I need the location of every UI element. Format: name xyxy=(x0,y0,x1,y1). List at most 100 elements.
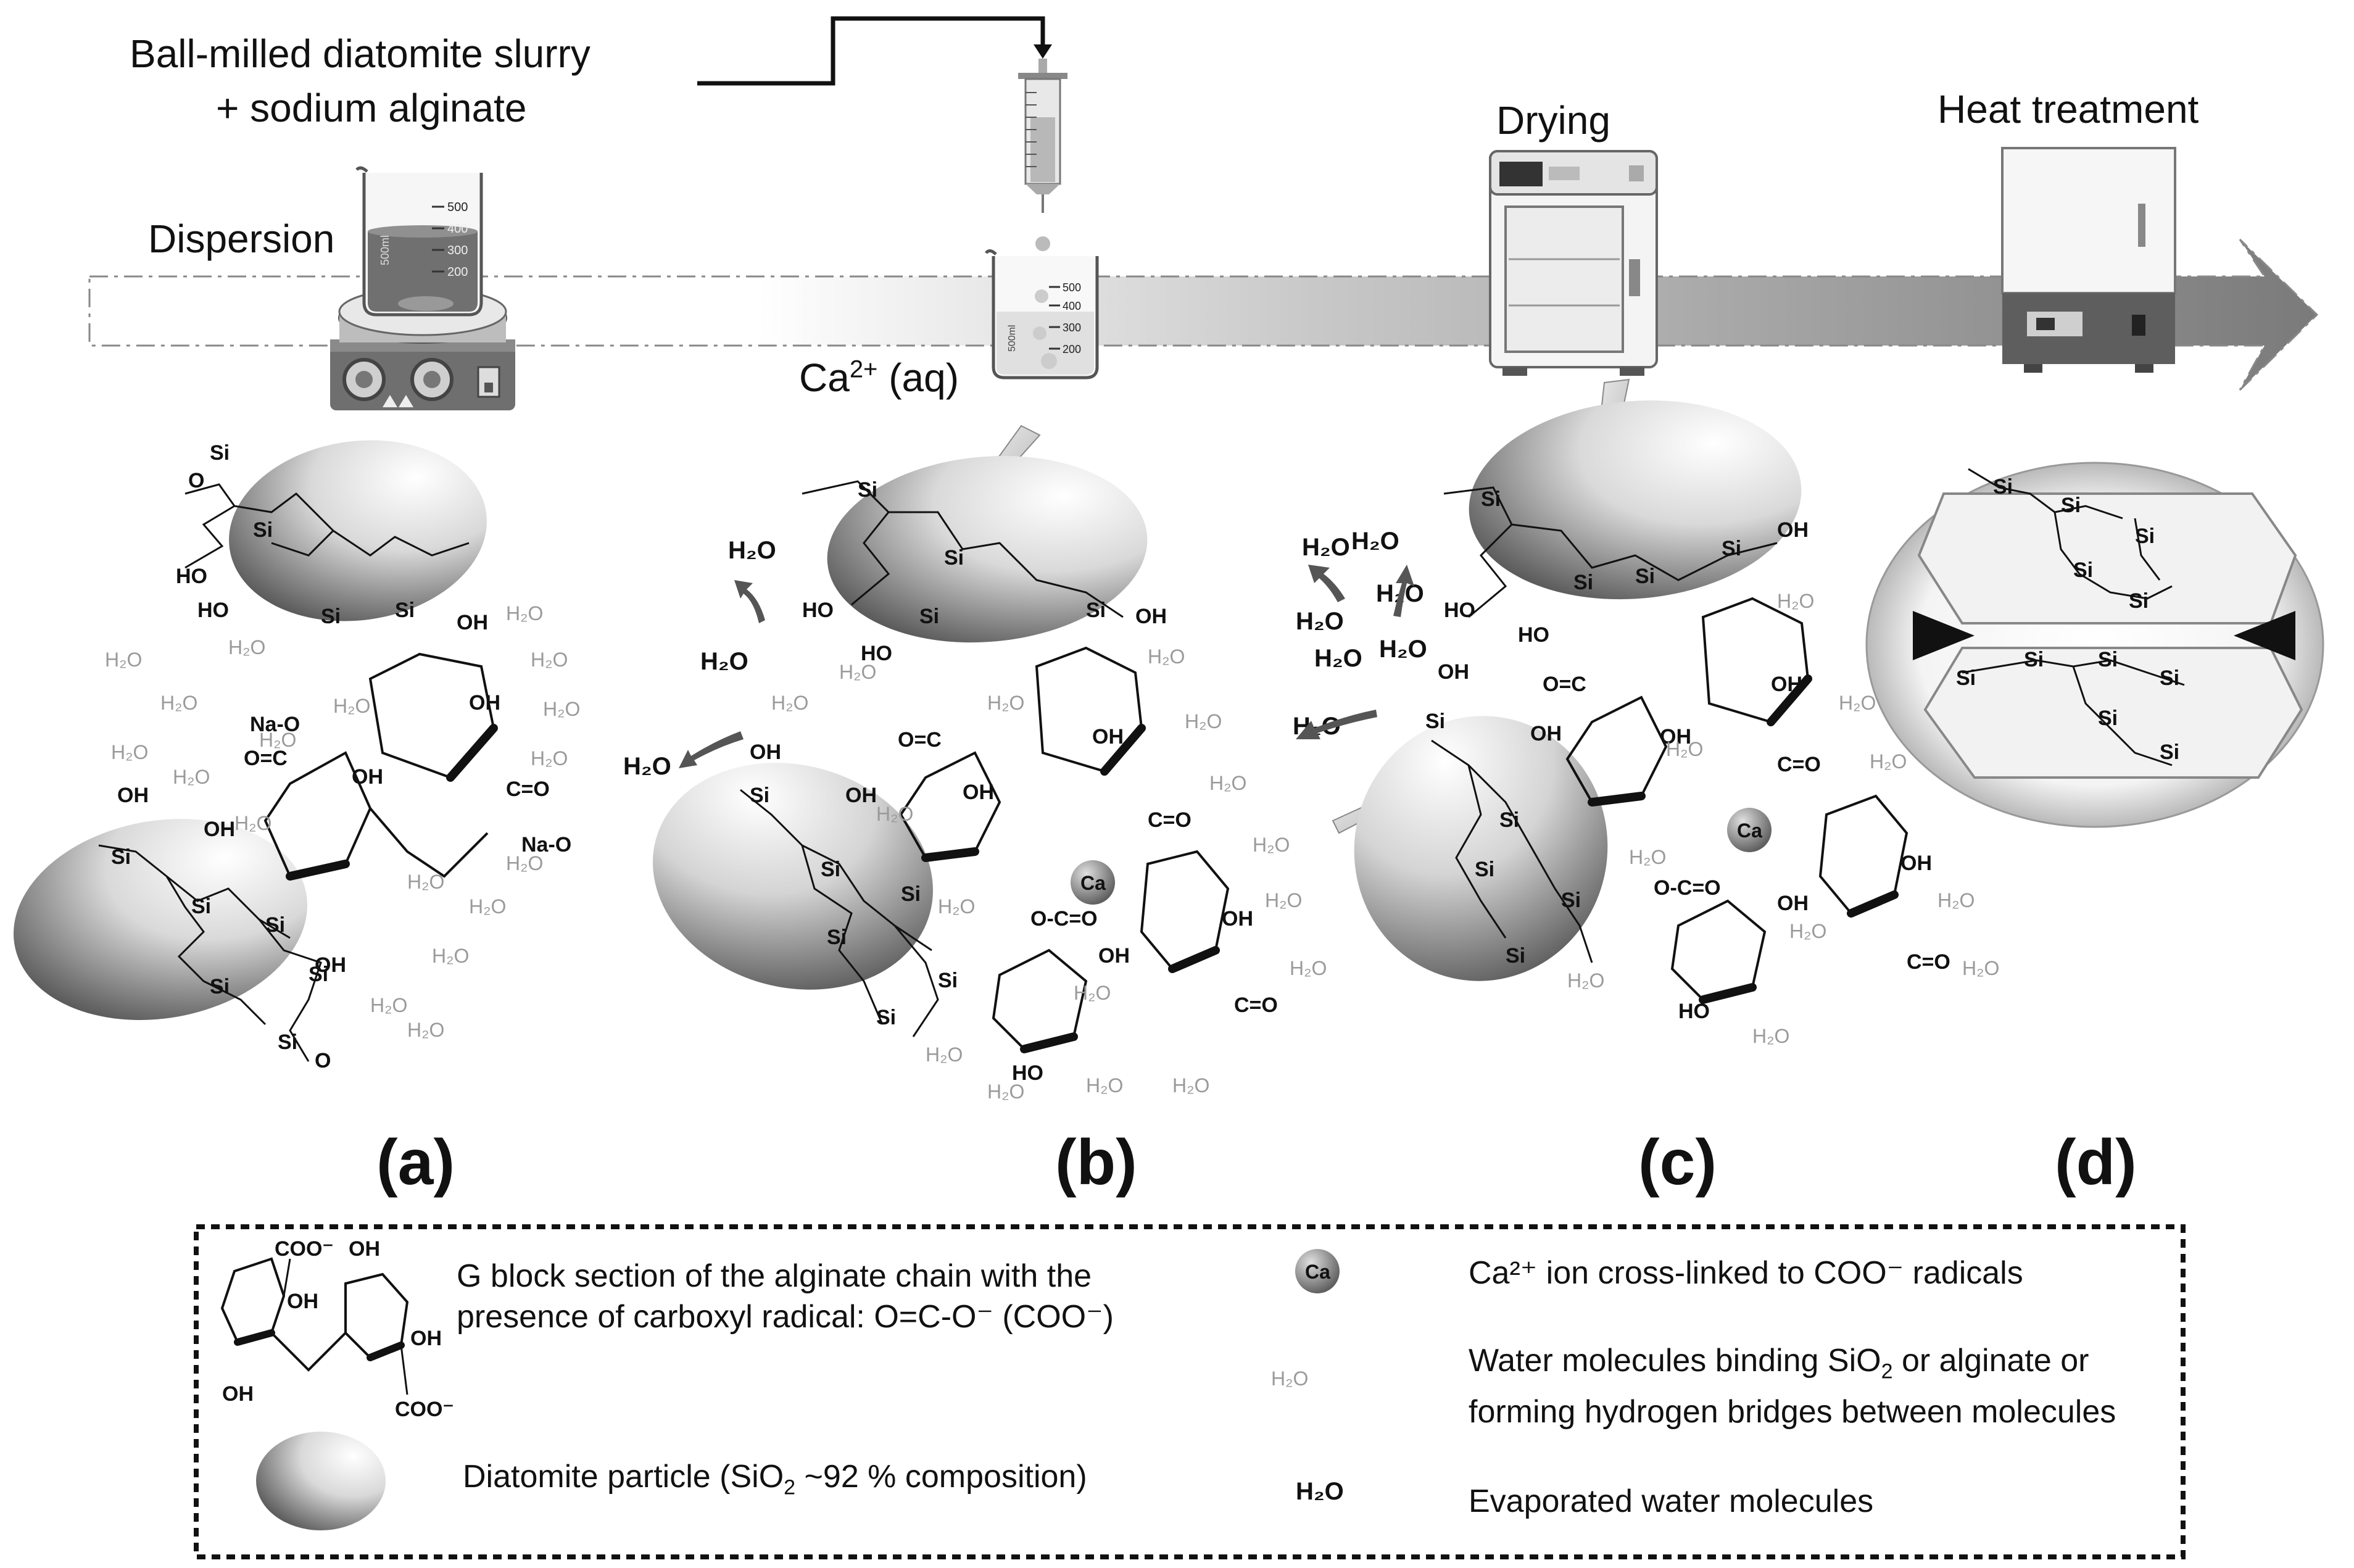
legend-ca-icon: Ca xyxy=(1295,1249,1340,1293)
a-silicon-7: Si xyxy=(265,913,285,937)
legend-diatomite-post: ~92 % composition) xyxy=(795,1459,1087,1495)
legend-evap-symbol: H₂O xyxy=(1296,1478,1344,1505)
b-hydroxyl-10: OH xyxy=(1092,725,1124,749)
legend-water-post: or alginate or forming hydrogen bridges … xyxy=(1469,1343,2116,1430)
b-silicon-5: Si xyxy=(750,784,769,807)
c-hydroxyl-10: OH xyxy=(1900,852,1932,875)
legend-water-sub: 2 xyxy=(1881,1359,1893,1383)
a-hydroxyl-4: OH xyxy=(117,784,149,807)
drying-label: Drying xyxy=(1496,98,1610,143)
b-water-14: H₂O xyxy=(1172,1074,1209,1097)
legend-icon-oh-1: OH xyxy=(349,1237,380,1261)
small-beaker-volume-label: 500ml xyxy=(1007,325,1017,352)
beaker-mark-200: 200 xyxy=(447,265,468,279)
b-evap-3: H₂O xyxy=(623,753,671,780)
legend-ca-symbol: Ca xyxy=(1305,1261,1330,1283)
a-hydroxyl-3: HO xyxy=(197,599,229,622)
b-silicon-1: Si xyxy=(858,478,877,502)
b-silicon-4: Si xyxy=(1086,599,1106,622)
legend-water-pre: Water molecules binding SiO xyxy=(1469,1343,1881,1379)
c-water-2: H₂O xyxy=(1839,692,1876,714)
legend-diatomite-pre: Diatomite particle (SiO xyxy=(463,1459,784,1495)
d-silicon-1: Si xyxy=(1993,475,2013,499)
beaker-mark-500: 500 xyxy=(447,201,468,214)
b-hydroxyl-4: OH xyxy=(750,740,781,764)
c-hydroxyl-4: OH xyxy=(1438,660,1469,684)
a-water-18: H₂O xyxy=(333,695,370,717)
b-water-3: H₂O xyxy=(987,692,1024,714)
b-hydroxyl-8: OH xyxy=(1098,944,1130,968)
furnace-icon xyxy=(2001,147,2176,373)
beaker-volume-label: 500ml xyxy=(379,235,391,265)
b-hydroxyl-5: OH xyxy=(845,784,877,807)
a-water-9: H₂O xyxy=(543,698,580,720)
b-evap-1: H₂O xyxy=(728,537,776,564)
legend-ca-text: Ca²⁺ ion cross-linked to COO⁻ radicals xyxy=(1469,1255,2023,1291)
c-water-7: H₂O xyxy=(1937,889,1975,911)
a-silicon-9: Si xyxy=(309,963,328,986)
legend-evap-text: Evaporated water molecules xyxy=(1469,1483,1874,1519)
c-evap-1: H₂O xyxy=(1302,534,1350,561)
b-water-7: H₂O xyxy=(1253,834,1290,856)
b-silicon-7: Si xyxy=(901,882,921,906)
evaporated-water: H₂O H₂O H₂O H₂O H₂O H₂O H₂O H₂O H₂O H₂O xyxy=(623,528,1427,780)
a-hydroxyl-6: OH xyxy=(315,953,346,977)
c-carbonyl-3: C=O xyxy=(1907,950,1950,974)
calcium-charge: 2+ xyxy=(849,355,878,383)
c-silicon-3: Si xyxy=(1635,565,1655,588)
g-block-icon xyxy=(220,1257,409,1395)
small-beaker-mark-200: 200 xyxy=(1063,343,1081,355)
b-hydroxyl-2: HO xyxy=(861,642,892,665)
legend-icon-oh-4: OH xyxy=(410,1327,442,1350)
legend-diatomite-sub: 2 xyxy=(784,1475,796,1500)
panel-label-b: (b) xyxy=(1055,1127,1137,1198)
c-water-4: H₂O xyxy=(1666,738,1703,760)
feed-line xyxy=(697,16,1052,86)
calcium-beaker-icon: 500 400 300 200 500ml xyxy=(985,249,1099,380)
b-calcium-label: Ca xyxy=(1080,872,1106,894)
a-silicon-4: Si xyxy=(395,599,415,622)
a-oxygen-1: O xyxy=(188,469,204,492)
chemical-structures: O Si HO Si Si Si OH HO OH Si OH Si Si Si… xyxy=(98,441,2185,1085)
d-silicon-7: Si xyxy=(2024,648,2044,671)
panel-label-d: (d) xyxy=(2055,1127,2137,1198)
b-hydroxyl-6: HO xyxy=(1012,1061,1043,1085)
d-silicon-6: Si xyxy=(1956,666,1976,690)
b-evap-2: H₂O xyxy=(700,648,748,675)
b-silicon-2: Si xyxy=(944,546,964,570)
c-silicon-6: Si xyxy=(1499,808,1519,832)
panel-label-a: (a) xyxy=(376,1127,455,1198)
a-silicon-3: Si xyxy=(321,605,341,628)
c-hydroxyl-5: OH xyxy=(1530,722,1562,745)
a-sodium-carboxyl-2: Na-O xyxy=(521,833,571,857)
dispersion-label: Dispersion xyxy=(148,217,335,261)
c-evap-2: H₂O xyxy=(1351,528,1399,555)
a-water-7: H₂O xyxy=(506,602,543,624)
b-water-10: H₂O xyxy=(876,803,913,825)
a-water-8: H₂O xyxy=(531,649,568,671)
a-water-15: H₂O xyxy=(370,994,407,1016)
c-water-10: H₂O xyxy=(1567,969,1604,992)
heat-treatment-label: Heat treatment xyxy=(1937,87,2199,131)
c-silicon-9: Si xyxy=(1506,944,1525,968)
c-water-6: H₂O xyxy=(1789,920,1826,942)
b-carbonyl-3: C=O xyxy=(1234,993,1278,1017)
b-water-5: H₂O xyxy=(1185,710,1222,732)
a-water-12: H₂O xyxy=(469,895,506,918)
a-water-3: H₂O xyxy=(111,741,148,763)
c-water-8: H₂O xyxy=(1962,957,1999,979)
b-silicon-8: Si xyxy=(827,926,847,949)
b-water-16: H₂O xyxy=(926,1043,963,1066)
c-silicon-5: Si xyxy=(1425,710,1445,733)
legend-icon-oh-2: OH xyxy=(287,1290,318,1313)
a-silicon-10: Si xyxy=(278,1031,297,1054)
calcium-solution-label: Ca2+ (aq) xyxy=(799,355,959,400)
b-water-15: H₂O xyxy=(987,1081,1024,1103)
c-water-3: H₂O xyxy=(1870,750,1907,773)
c-water-9: H₂O xyxy=(1752,1025,1789,1047)
b-water-4: H₂O xyxy=(1148,645,1185,668)
a-water-10: H₂O xyxy=(531,747,568,769)
a-water-2: H₂O xyxy=(160,692,197,714)
c-water-5: H₂O xyxy=(1629,846,1666,868)
b-silicon-10: Si xyxy=(876,1006,896,1029)
